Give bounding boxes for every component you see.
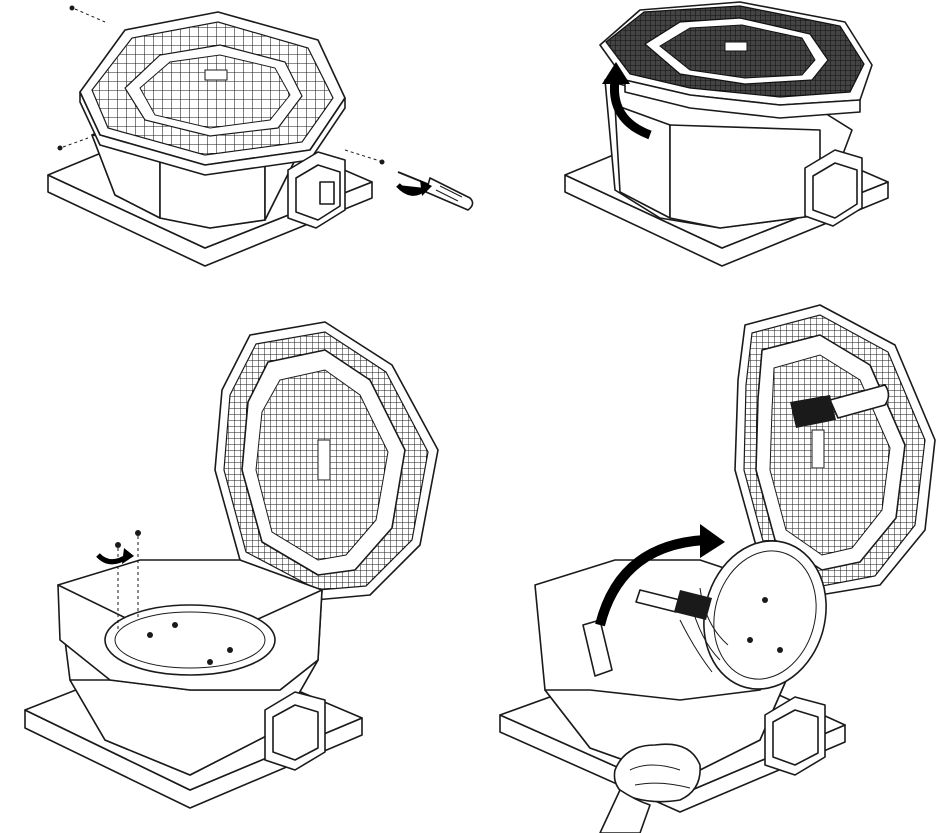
panel-step-3 xyxy=(24,321,439,809)
terminal-box xyxy=(287,151,346,229)
screwdriver-icon xyxy=(396,171,474,211)
panel-step-2 xyxy=(564,1,889,267)
brush-icon xyxy=(635,589,712,620)
hand-with-cloth-icon xyxy=(599,743,701,833)
screw-icon xyxy=(96,530,141,630)
panel-step-4 xyxy=(499,304,936,833)
brush-icon xyxy=(790,384,890,428)
panel-step-1 xyxy=(47,5,474,267)
screw-icon xyxy=(57,5,385,165)
